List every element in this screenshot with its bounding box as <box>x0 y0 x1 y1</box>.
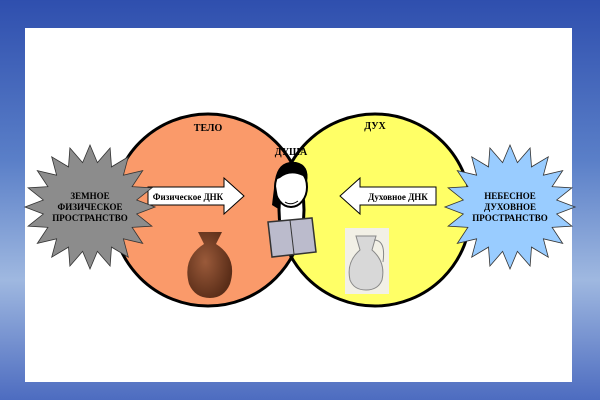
spiritual-dna-arrow: Духовное ДНК <box>339 176 437 216</box>
heaven-star-line-1: НЕБЕСНОЕ <box>484 191 535 201</box>
face-image <box>272 161 308 210</box>
book-image <box>267 217 317 258</box>
heaven-star-line-2: ДУХОВНОЕ <box>484 202 536 212</box>
heaven-star-line-3: ПРОСТРАНСТВО <box>472 213 547 223</box>
glass-jug-image <box>345 228 389 294</box>
body-label: ТЕЛО <box>194 123 223 134</box>
clay-vase-image <box>187 232 233 298</box>
spirit-circle <box>279 114 471 306</box>
physical-dna-label: Физическое ДНК <box>153 192 224 202</box>
earth-star-line-2: ФИЗИЧЕСКОЕ <box>58 202 123 212</box>
spiritual-dna-label: Духовное ДНК <box>368 192 428 202</box>
physical-dna-arrow: Физическое ДНК <box>147 176 245 216</box>
spirit-label: ДУХ <box>364 121 386 132</box>
earth-space-star: ЗЕМНОЕ ФИЗИЧЕСКОЕ ПРОСТРАНСТВО <box>23 143 157 271</box>
earth-star-line-3: ПРОСТРАНСТВО <box>52 213 127 223</box>
earth-star-line-1: ЗЕМНОЕ <box>70 191 109 201</box>
heaven-space-star: НЕБЕСНОЕ ДУХОВНОЕ ПРОСТРАНСТВО <box>443 143 577 271</box>
soul-label: ДУША <box>275 147 308 158</box>
body-circle <box>112 114 304 306</box>
